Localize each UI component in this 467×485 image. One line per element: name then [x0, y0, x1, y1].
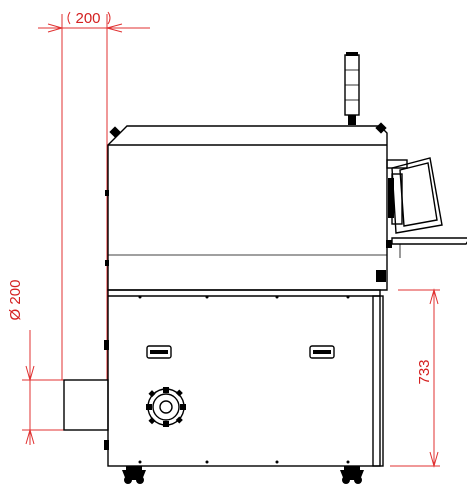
lower-height-label: 733: [416, 359, 433, 384]
cabinet-handle-left: [146, 345, 172, 359]
dimension-exhaust-diameter: Ø 200: [7, 280, 64, 445]
monitor-arm: [386, 157, 467, 258]
exhaust-offset-label: 200: [75, 10, 100, 27]
dimension-exhaust-offset: 200: [38, 10, 150, 380]
rotary-knob-icon: [146, 387, 186, 427]
cabinet-handle-right: [309, 345, 335, 359]
upper-hood: [105, 122, 388, 291]
signal-light-tower: [344, 52, 360, 125]
exhaust-duct: [63, 379, 109, 431]
caster-left: [122, 466, 146, 484]
caster-right: [340, 466, 364, 484]
cabinet-screws: [138, 295, 350, 464]
dimension-lower-height: 733: [390, 288, 440, 468]
lower-cabinet: [104, 270, 386, 467]
exhaust-diameter-label: Ø 200: [7, 280, 24, 321]
